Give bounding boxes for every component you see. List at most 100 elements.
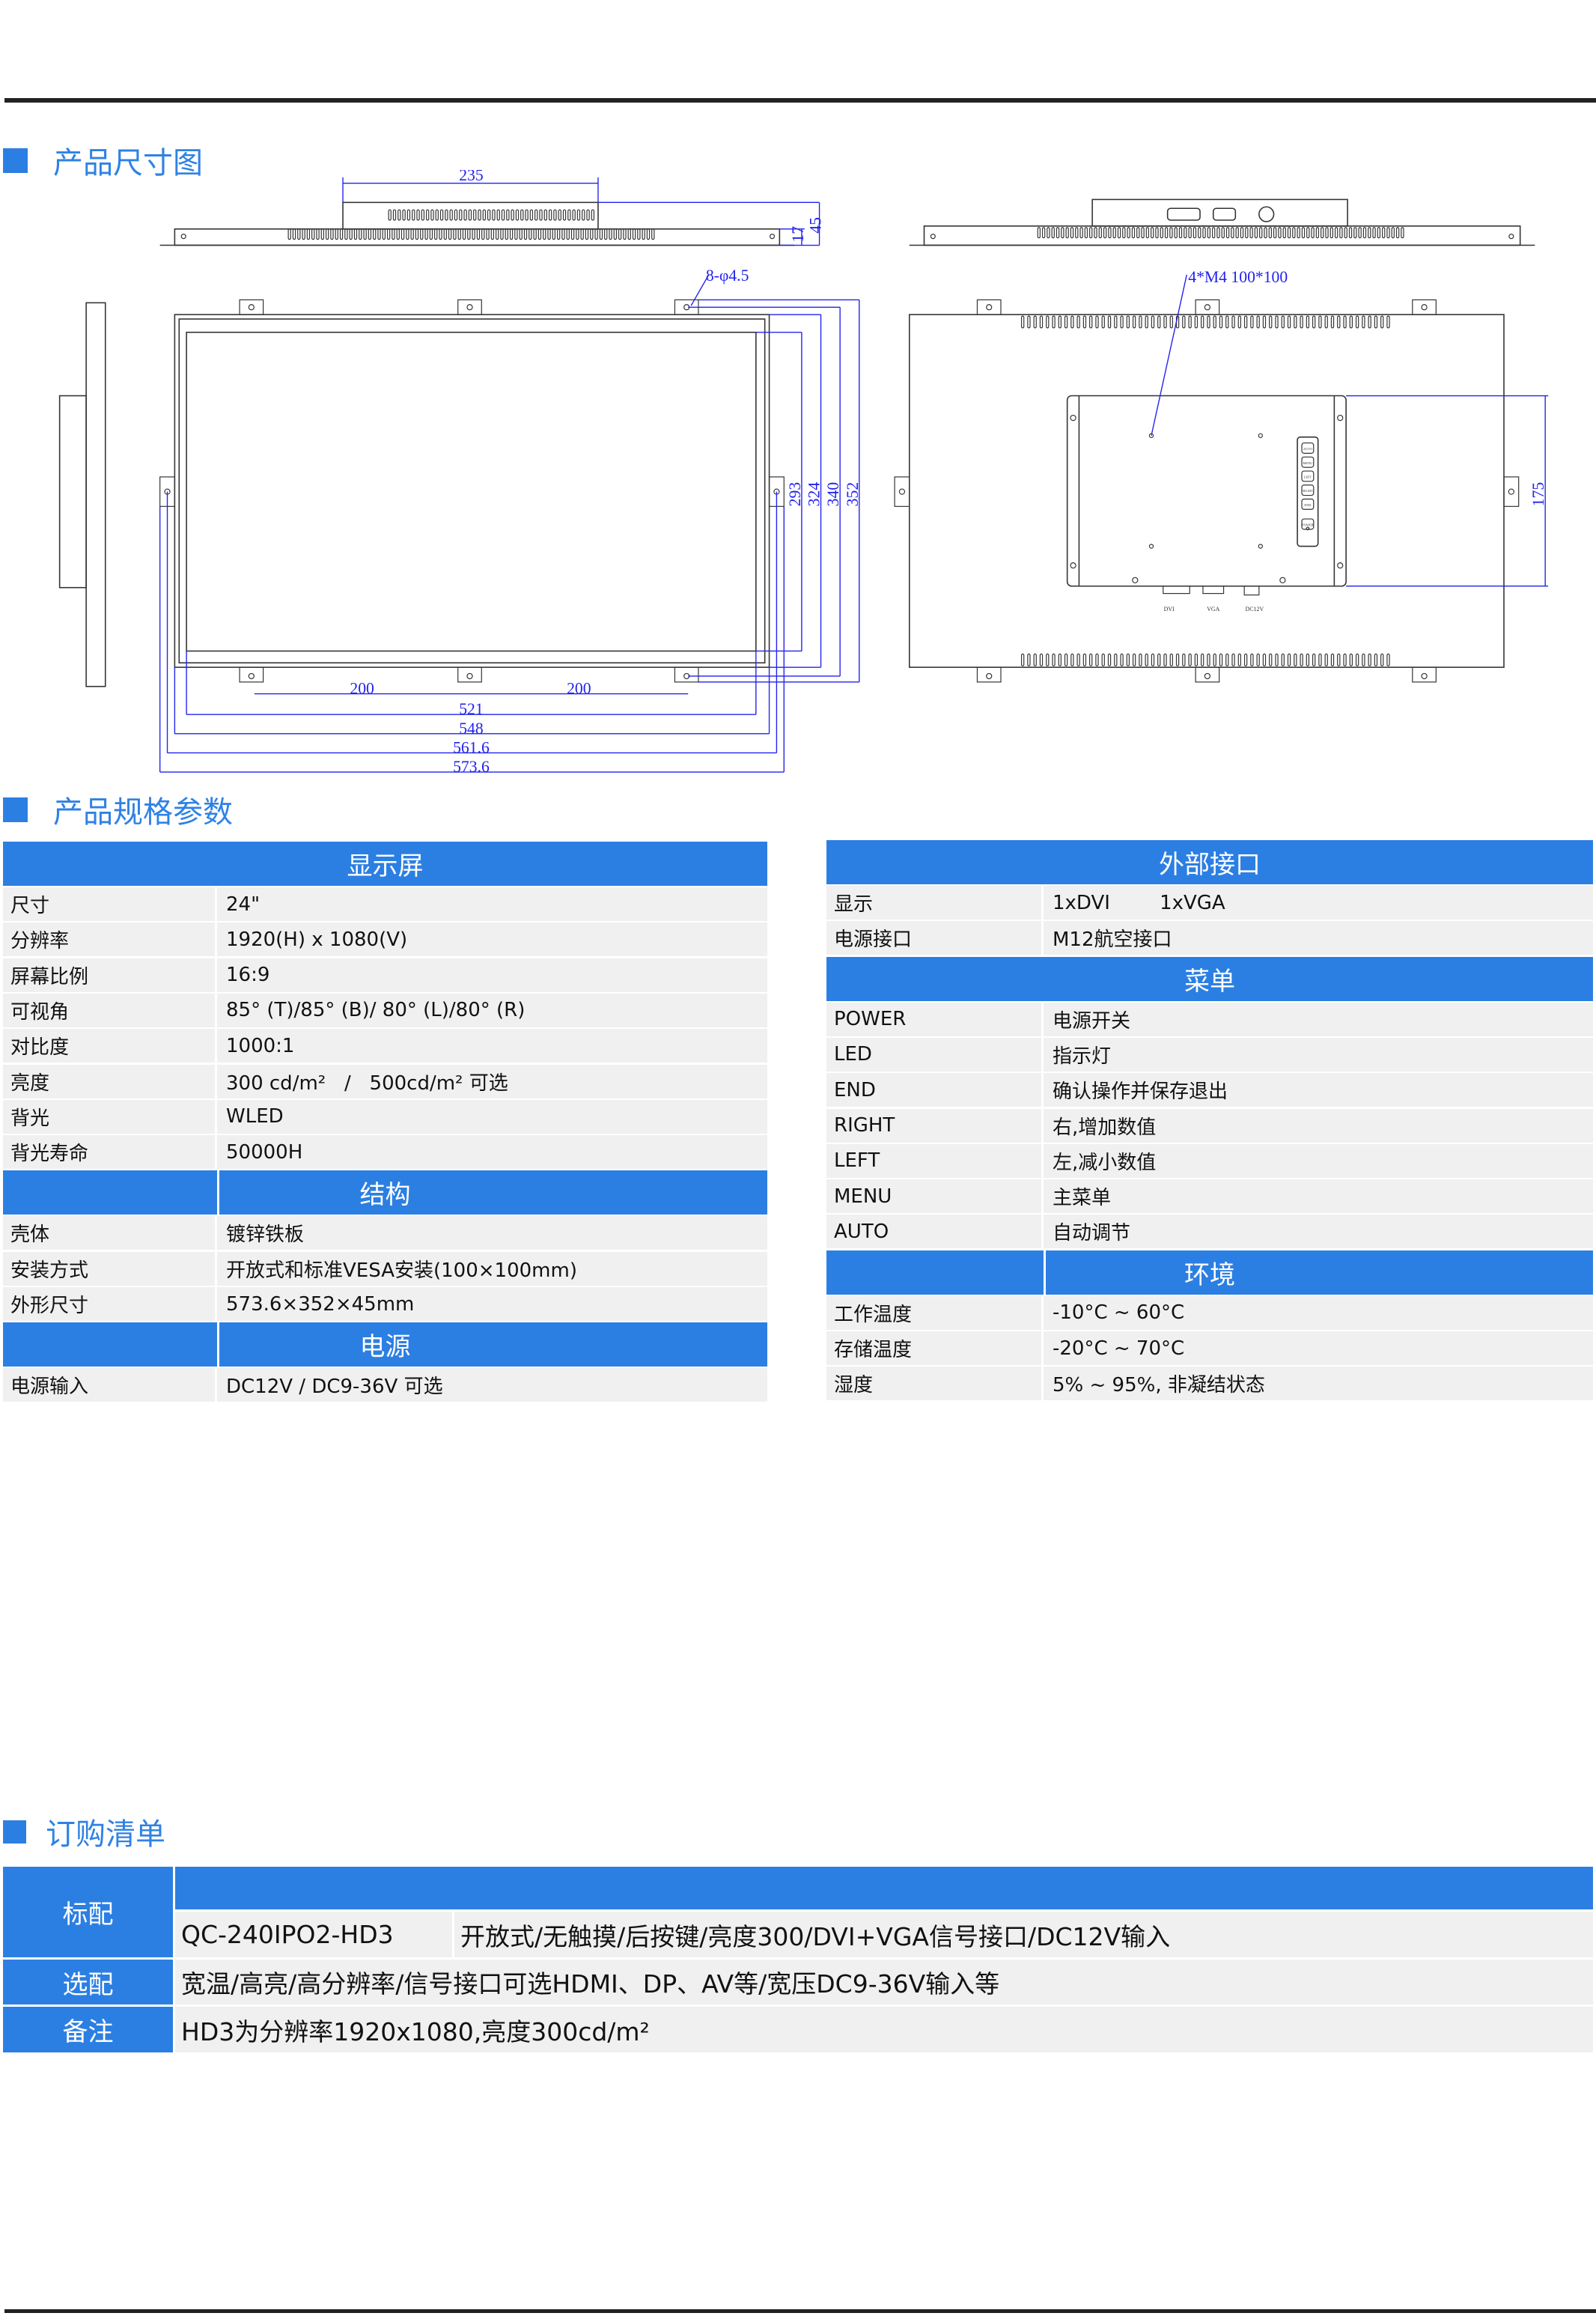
port-stub — [1163, 586, 1190, 595]
vent-slot — [492, 209, 496, 221]
vesa-hole — [1258, 544, 1263, 549]
vent-slot — [496, 209, 500, 221]
vent-slot — [1300, 653, 1303, 666]
screw-icon — [1070, 562, 1076, 569]
vent-slot — [1231, 653, 1235, 666]
vent-slot — [1281, 315, 1285, 329]
vent-slot — [454, 209, 458, 221]
row-label: 可视角 — [3, 993, 217, 1027]
row-value: 50000H — [226, 1140, 303, 1164]
vent-slot — [462, 228, 466, 240]
row-value: 电源开关 — [1053, 1009, 1131, 1033]
vent-slot — [1051, 227, 1055, 239]
vent-slot — [415, 228, 419, 240]
vent-slot — [523, 228, 528, 240]
vent-slot — [576, 228, 579, 240]
vent-slot — [1145, 315, 1148, 329]
mount-hole — [1204, 672, 1211, 680]
vent-slot — [1070, 227, 1074, 239]
vent-slot — [556, 228, 561, 240]
vent-slot — [406, 228, 409, 240]
vent-slot — [325, 228, 329, 240]
vent-slot — [448, 228, 452, 240]
vent-slot — [1318, 315, 1322, 329]
vent-slot — [627, 228, 631, 240]
vent-slot — [1052, 315, 1056, 329]
vent-slot — [1041, 227, 1046, 239]
vent-slot — [1330, 653, 1335, 666]
vent-slot — [1374, 653, 1378, 666]
vent-slot — [1108, 227, 1112, 239]
vent-slot — [1188, 315, 1192, 329]
vent-slot — [1112, 227, 1116, 239]
screw-icon — [1337, 562, 1344, 569]
screw-icon — [1279, 577, 1286, 584]
vent-slot — [525, 209, 529, 221]
vent-slot — [1237, 315, 1242, 329]
vent-slot — [514, 228, 518, 240]
row-label: 电源接口 — [826, 921, 1044, 955]
row-value: 1000:1 — [226, 1034, 295, 1057]
section-title-specs: 产品规格参数 — [3, 788, 233, 831]
row-label: END — [826, 1073, 1044, 1107]
button-menu — [1301, 456, 1315, 468]
vent-slot — [363, 228, 367, 240]
vent-slot — [344, 228, 348, 240]
vent-slot — [1306, 653, 1310, 666]
button-left — [1301, 470, 1315, 482]
vent-slot — [1082, 315, 1087, 329]
row-value: 16:9 — [226, 964, 270, 987]
vent-slot — [1174, 227, 1178, 239]
mount-hole — [986, 672, 993, 680]
back-frame — [909, 314, 1505, 668]
dim-548: 548 — [459, 720, 483, 738]
vent-slot — [572, 209, 576, 221]
vent-slot — [1151, 227, 1154, 239]
vent-slot — [1287, 653, 1291, 666]
vent-slot — [1243, 653, 1248, 666]
vent-slot — [1082, 653, 1087, 666]
vent-slot — [561, 228, 565, 240]
vent-slot — [1076, 315, 1080, 329]
vent-slot — [505, 228, 508, 240]
vent-slot — [1221, 227, 1225, 239]
vent-slot — [586, 209, 590, 221]
vent-slot — [377, 228, 381, 240]
vent-slot — [1175, 653, 1180, 666]
vent-slot — [1020, 315, 1025, 329]
vent-slot — [476, 228, 481, 240]
vent-slot — [1386, 653, 1390, 666]
vent-slot — [425, 209, 430, 221]
mounting-tab — [976, 299, 1002, 315]
table-section-header: 结构 — [3, 1170, 767, 1215]
vent-slot — [1287, 315, 1291, 329]
mounting-tab — [457, 299, 482, 315]
vent-slot — [591, 209, 595, 221]
row-value: 300 cd/m² / 500cd/m² 可选 — [226, 1072, 508, 1095]
screw-icon — [1132, 577, 1139, 584]
vent-slot — [297, 228, 301, 240]
vent-slot — [1382, 227, 1386, 239]
vent-slot — [473, 209, 477, 221]
vent-slot — [1157, 315, 1161, 329]
vent-slot — [590, 228, 594, 240]
vent-slot — [1027, 315, 1031, 329]
row-value: 573.6×352×45mm — [226, 1292, 415, 1316]
row-value: 1xDVI 1xVGA — [1053, 891, 1225, 914]
row-value: M12航空接口 — [1053, 928, 1172, 952]
vent-slot — [353, 228, 358, 240]
vent-slot — [599, 228, 603, 240]
vent-slot — [1117, 227, 1121, 239]
section-marker — [3, 797, 28, 822]
vent-slot — [1107, 315, 1112, 329]
screw-icon — [1337, 414, 1344, 422]
vent-slot — [392, 209, 397, 221]
vent-slot — [1207, 653, 1210, 666]
vent-slot — [1184, 227, 1187, 239]
vent-slot — [1089, 227, 1093, 239]
